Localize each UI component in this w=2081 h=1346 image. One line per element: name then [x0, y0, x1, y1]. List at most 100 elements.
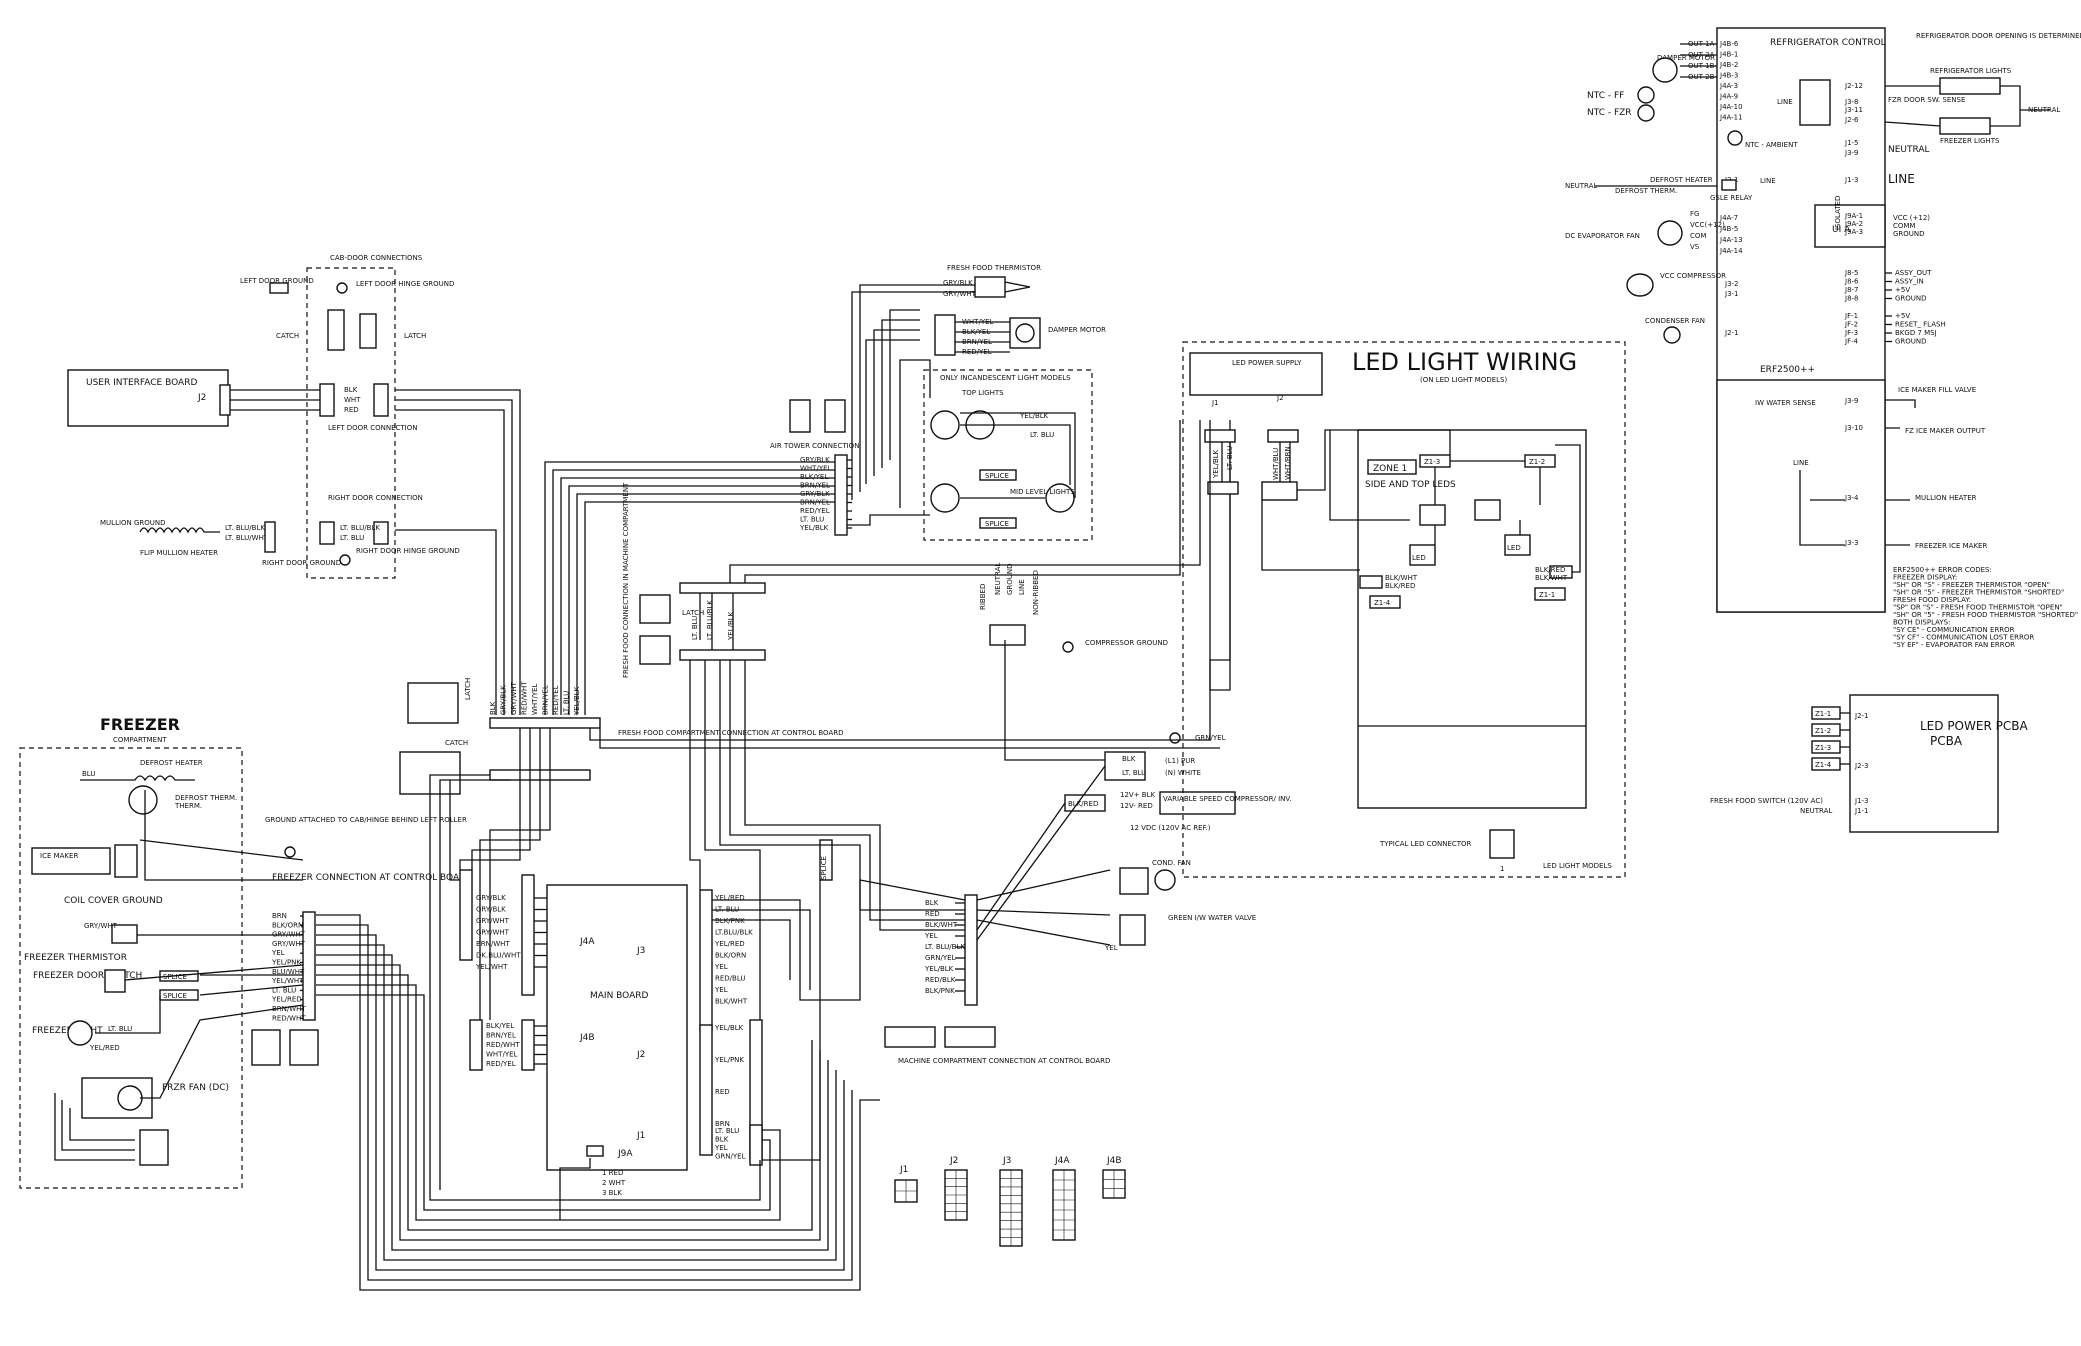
cab-door-section: CAB-DOOR CONNECTIONS LEFT DOOR GROUND LE…	[100, 254, 460, 579]
wire-label: J4A-10	[1719, 103, 1743, 111]
wire-label: JF-3	[1844, 329, 1858, 337]
pinout-connectors: J1 J2 J3 J4A J4B	[894, 1156, 1126, 1247]
svg-text:LINE: LINE	[1760, 177, 1776, 185]
wire-label: GRY/WHT	[476, 929, 510, 937]
wire-label: BLK/WHT	[715, 998, 748, 1006]
svg-text:WHT: WHT	[344, 396, 361, 404]
zone1-label: ZONE 1	[1373, 464, 1407, 474]
wire-label: GRY/BLK	[800, 456, 830, 464]
fan-icon	[117, 1085, 143, 1111]
svg-text:BLK/RED: BLK/RED	[1385, 582, 1415, 590]
ui-board-box	[67, 369, 229, 427]
svg-text:J3-11: J3-11	[1844, 106, 1863, 114]
coil-cover-ground-label: COIL COVER GROUND	[64, 896, 163, 906]
wire-label: YEL	[714, 963, 728, 971]
wire-label: LT. BLU/BLK	[925, 943, 965, 951]
wire-label: RED/YEL	[800, 507, 830, 515]
led-pcba-section: LED POWER PCBA PCBA J2-1 J2-3 Z1-1Z1-2Z1…	[1710, 694, 2028, 833]
wire-label: YEL	[271, 949, 285, 957]
wire-label: YEL/PNK	[714, 1056, 744, 1064]
svg-text:(L1) PUR: (L1) PUR	[1165, 757, 1195, 765]
wire-label: LT. BLU	[715, 1127, 739, 1135]
led-pcba-box	[1849, 694, 1999, 833]
svg-text:UI A: UI A	[1832, 225, 1851, 235]
freezer-thermistor-label: FREEZER THERMISTOR	[24, 953, 127, 963]
freezer-title: FREEZER	[100, 715, 180, 734]
svg-text:J1: J1	[899, 1165, 908, 1175]
svg-text:NTC - FF: NTC - FF	[1587, 91, 1624, 101]
led-footer: LED LIGHT MODELS	[1543, 862, 1612, 870]
svg-text:CATCH: CATCH	[445, 739, 468, 747]
wire-label: +5V	[1895, 286, 1910, 294]
svg-text:LT. BLU/WHT: LT. BLU/WHT	[225, 534, 269, 542]
fresh-food-section: FRESH FOOD THERMISTOR GRY/BLK GRY/WHT WH…	[399, 264, 1106, 795]
svg-text:YEL/RED: YEL/RED	[89, 1044, 120, 1052]
freezer-door-switch-label: FREEZER DOOR SWITCH	[33, 971, 142, 981]
harness-wires	[316, 284, 1231, 1291]
led-title: LED LIGHT WIRING	[1352, 348, 1577, 376]
svg-text:J2: J2	[949, 1156, 958, 1166]
freezer-conn-block	[302, 911, 316, 1021]
right-door-conn-label: RIGHT DOOR CONNECTION	[328, 494, 423, 502]
zone-label: Z1-1	[1815, 710, 1831, 718]
wire-label: LT. BLU	[800, 516, 824, 524]
wire-label: BOTH DISPLAYS:	[1893, 619, 1950, 627]
svg-text:LINE: LINE	[1888, 172, 1915, 186]
wire-label: RED/YEL	[552, 685, 560, 715]
latch-connector	[359, 313, 377, 349]
wire-label: GRN/YEL	[715, 1153, 746, 1161]
machine-conn-block	[964, 894, 978, 1006]
left-door-hinge-ground: LEFT DOOR HINGE GROUND	[356, 280, 454, 288]
wire-label: 3 BLK	[602, 1189, 622, 1197]
wire-label: J4A-13	[1719, 236, 1743, 244]
wire-label: RED	[715, 1088, 730, 1096]
svg-text:BLK: BLK	[344, 386, 358, 394]
catch-label: CATCH	[276, 332, 299, 340]
splice-label-2: SPLICE	[163, 992, 187, 1000]
mullion-ground: MULLION GROUND	[100, 519, 166, 527]
wire-label: J8-7	[1844, 286, 1859, 294]
led-supply-label: LED POWER SUPPLY	[1232, 359, 1302, 367]
latch-plug	[407, 682, 459, 724]
svg-text:SPLICE: SPLICE	[820, 856, 828, 880]
svg-text:Z1-4: Z1-4	[1374, 599, 1391, 607]
svg-text:VARIABLE SPEED COMPRESSOR/ INV: VARIABLE SPEED COMPRESSOR/ INV.	[1163, 795, 1292, 803]
svg-text:COND. FAN: COND. FAN	[1152, 859, 1191, 867]
svg-text:LINE: LINE	[1777, 98, 1793, 106]
wire-label: YEL/BLK	[799, 524, 829, 532]
wire-label: ASSY_IN	[1895, 278, 1924, 286]
svg-text:LATCH: LATCH	[464, 678, 472, 700]
wire-label: J4B-5	[1719, 225, 1738, 233]
wire-label: 2 WHT	[602, 1179, 626, 1187]
svg-text:J3-10: J3-10	[1844, 424, 1863, 432]
svg-text:J3-4: J3-4	[1844, 494, 1859, 502]
air-tower-plug-b	[824, 399, 846, 433]
wire-label: BLK/YEL	[800, 473, 828, 481]
svg-text:J3-3: J3-3	[1844, 539, 1859, 547]
wire-label: WHT/YEL	[531, 683, 539, 715]
wire-label: +5V	[1895, 312, 1910, 320]
cab-door-boundary	[306, 267, 396, 579]
svg-text:12V- RED: 12V- RED	[1120, 802, 1153, 810]
wire-label: COMM	[1893, 222, 1915, 230]
wire-label: GRY/WHT	[510, 681, 518, 715]
zone-label: Z1-3	[1815, 744, 1831, 752]
svg-text:J4B: J4B	[579, 1033, 595, 1043]
splice-label-1: SPLICE	[163, 973, 187, 981]
svg-text:LT. BLU/BLK: LT. BLU/BLK	[340, 524, 380, 532]
main-board-title: MAIN BOARD	[590, 991, 649, 1001]
j3-block	[699, 889, 713, 1031]
wire-label: BKGD 7 MSJ	[1895, 329, 1937, 337]
svg-text:LT. BLU: LT. BLU	[108, 1025, 132, 1033]
wire-label: YEL/RED	[714, 894, 745, 902]
ff-thermistor-label: FRESH FOOD THERMISTOR	[947, 264, 1041, 272]
freezer-plug-a	[251, 1029, 281, 1066]
wire-label: YEL/BLK	[924, 965, 954, 973]
damper-plug	[934, 314, 956, 356]
wire-label: RED	[925, 910, 940, 918]
wire-label: 1 RED	[602, 1169, 623, 1177]
svg-text:DC EVAPORATOR FAN: DC EVAPORATOR FAN	[1565, 232, 1640, 240]
